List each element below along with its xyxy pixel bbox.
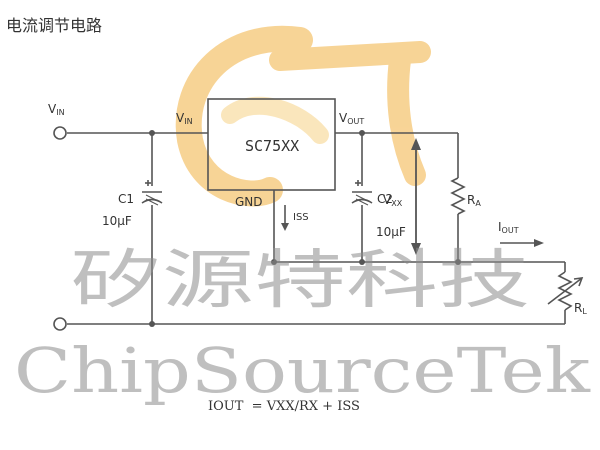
ra-label: RA [467,193,481,208]
capacitor-c1 [141,180,163,206]
vin-terminal [53,126,67,140]
resistor-rl [547,271,584,311]
arrow-iss [281,205,289,231]
arrow-vxx [411,138,421,255]
resistor-ra [450,177,466,215]
vxx-label: VXX [383,193,403,208]
watermark-en: ChipSourceTek [14,334,591,407]
vin-terminal-label: VIN [48,102,65,117]
ic-block [207,98,336,191]
junction-dots [149,130,461,327]
ground-terminal [53,317,67,331]
c2-label: C2 [377,192,393,206]
formula: IOUT = VXX/RX + ISS [208,399,360,414]
ic-vout-label: VOUT [339,111,364,126]
watermark-cn: 矽源特科技 [70,244,530,318]
iout-label: IOUT [498,220,519,235]
c1-value: 10μF [102,214,132,228]
ic-vin-label: VIN [176,111,193,126]
c1-label: C1 [118,192,134,206]
rl-label: RL [574,301,587,316]
ic-name: SC75XX [245,137,299,155]
capacitor-c2 [351,180,373,206]
iss-label: ISS [293,212,309,223]
logo-watermark [175,25,431,207]
page-title: 电流调节电路 [6,16,102,35]
c2-value: 10μF [376,225,406,239]
arrow-iout [500,239,544,247]
gnd-label: GND [235,195,263,209]
